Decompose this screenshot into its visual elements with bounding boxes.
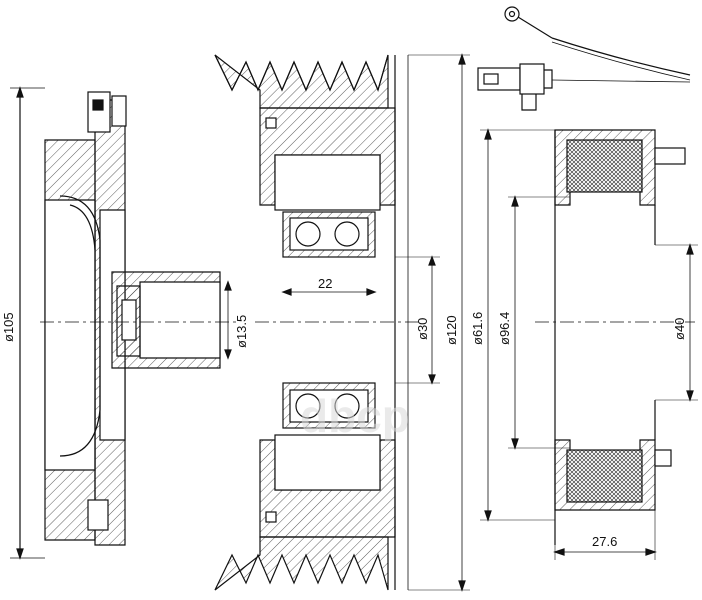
dim-d40: ø40	[672, 318, 687, 340]
dim-w27-6: 27.6	[592, 534, 617, 549]
dim-d105: ø105	[1, 312, 16, 342]
dim-d61-6: ø61.6	[470, 312, 485, 345]
field-coil-section	[477, 6, 698, 560]
watermark: dbcp	[300, 390, 410, 442]
dim-d30: ø30	[415, 318, 430, 340]
hub-plate-section	[10, 86, 238, 560]
dim-d13-5: ø13.5	[234, 315, 249, 348]
dim-d96-4: ø96.4	[497, 312, 512, 345]
pulley-section	[214, 53, 470, 592]
dim-d120: ø120	[444, 315, 459, 345]
dim-w22: 22	[318, 276, 332, 291]
